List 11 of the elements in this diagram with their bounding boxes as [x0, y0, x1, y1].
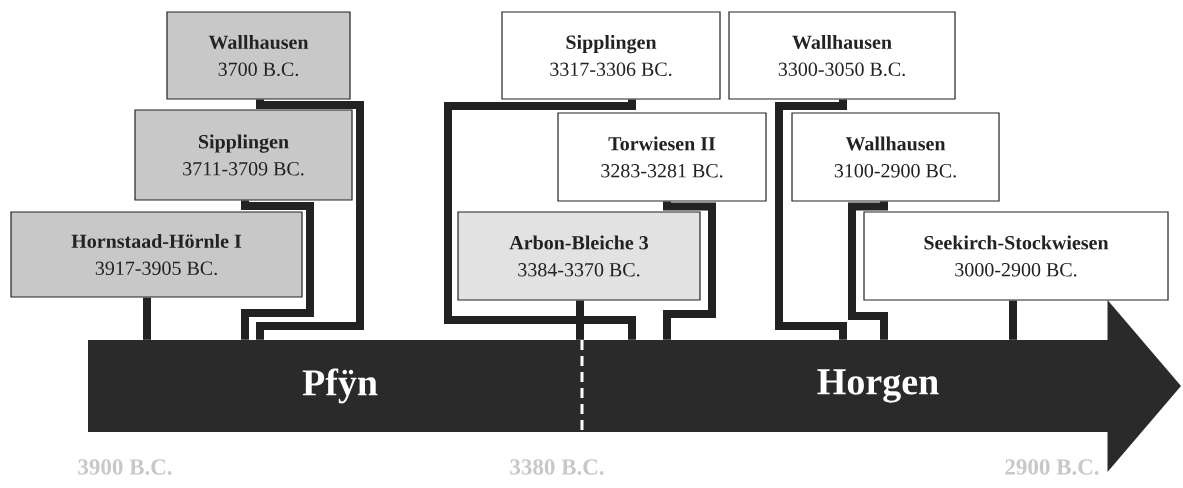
site-box: Wallhausen 3700 B.C.	[166, 11, 351, 100]
site-box: Wallhausen 3100-2900 BC.	[791, 112, 1000, 202]
site-box: Arbon-Bleiche 3 3384-3370 BC.	[457, 211, 701, 301]
site-box: Sipplingen 3317-3306 BC.	[501, 11, 721, 100]
site-box: Hornstaad-Hörnle I 3917-3905 BC.	[10, 211, 303, 298]
site-box: Seekirch-Stockwiesen 3000-2900 BC.	[863, 211, 1169, 301]
period-label: Horgen	[817, 369, 939, 403]
site-box: Wallhausen 3300-3050 B.C.	[728, 11, 956, 100]
site-box: Sipplingen 3711-3709 BC.	[134, 109, 353, 201]
site-box: Torwiesen II 3283-3281 BC.	[557, 112, 767, 202]
period-label: Pfÿn	[302, 368, 378, 404]
